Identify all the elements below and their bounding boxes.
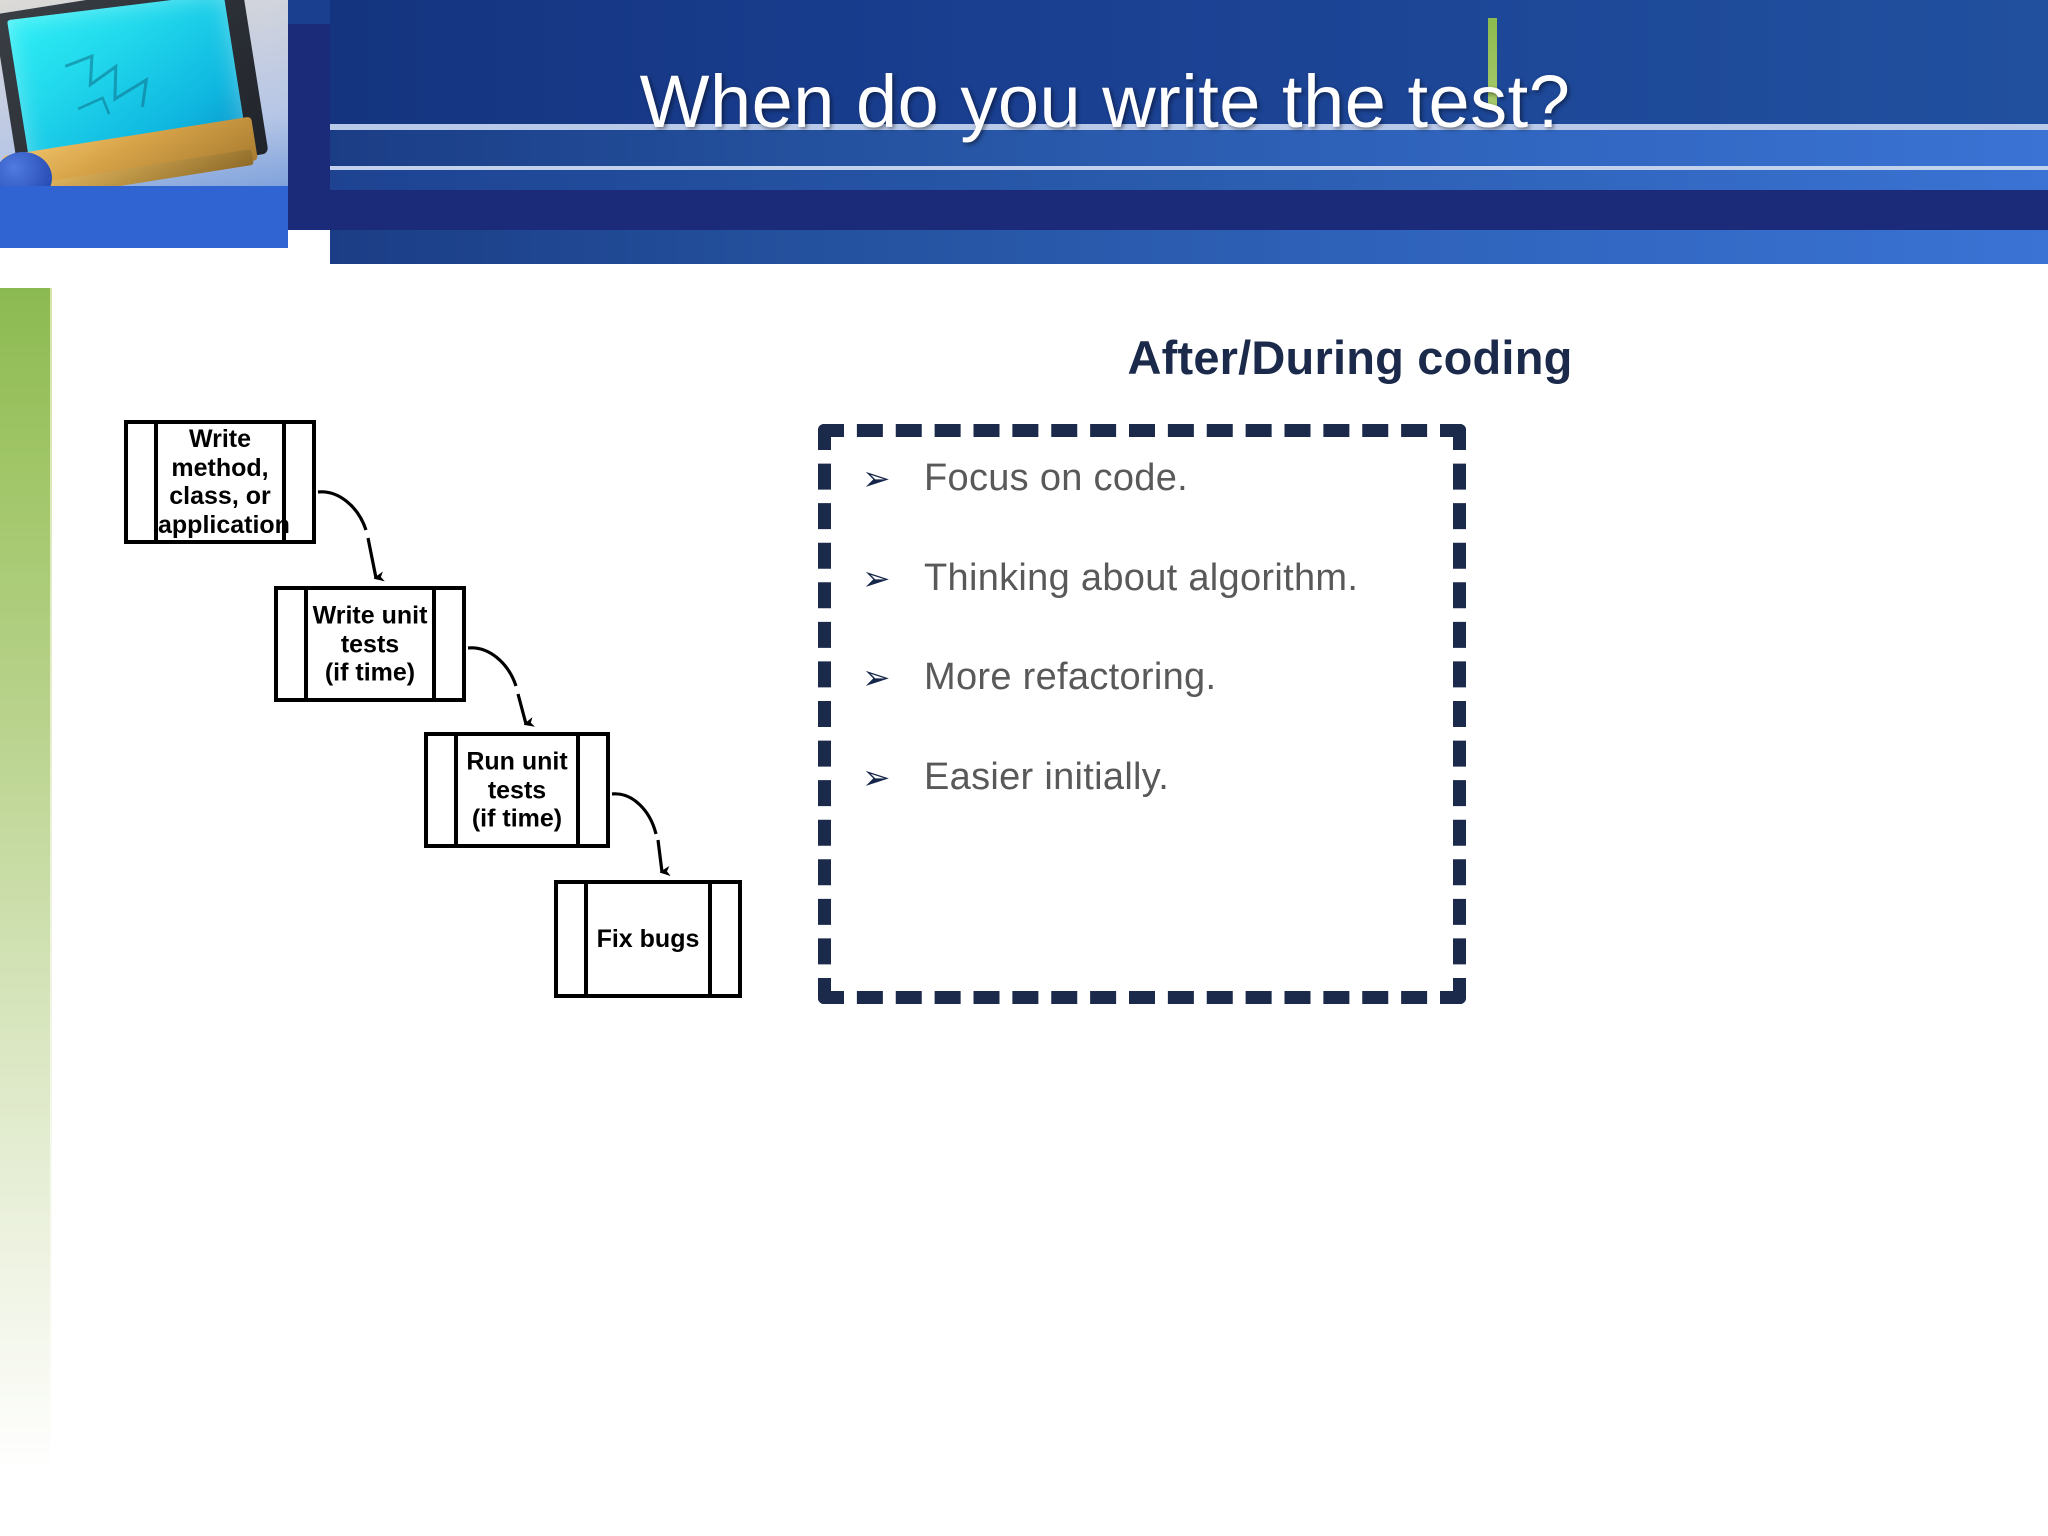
header-dark-band [330,0,2048,128]
connector-curve-2 [467,646,518,687]
header-lower-band [330,170,2048,190]
header-divider-light-1 [330,124,2048,130]
flow-node-label: Fix bugs [596,924,700,953]
bullet-item: ➢ Easier initially. [862,755,1482,801]
connector-arrow-1 [366,537,376,578]
bullet-label: More refactoring. [924,656,1217,699]
header-bottom-navy-bar [330,190,2048,230]
header-divider-light-2 [330,166,2048,170]
node-right-bar [282,424,286,540]
bullet-label: Easier initially. [924,755,1170,798]
slide-title: When do you write the test? [639,59,1571,143]
right-panel-bullet-list: ➢ Focus on code. ➢ Thinking about algorithm… [862,456,1482,854]
connector-arrow-2 [516,693,526,724]
bullet-item: ➢ Thinking about algorithm. [862,556,1482,602]
bullet-arrow-icon: ➢ [862,658,891,699]
bullet-arrow-icon: ➢ [862,459,891,499]
left-green-accent-strip [0,288,50,1536]
connector-arrow-3 [656,839,662,872]
flowchart-connectors [317,490,810,1020]
bullet-label: Focus on code. [924,457,1189,499]
node-right-bar [576,736,580,844]
right-panel-heading: After/During coding [1127,331,1573,384]
node-left-bar [454,736,458,844]
bullet-label: Thinking about algorithm. [924,556,1359,599]
bullet-arrow-icon: ➢ [862,558,891,599]
photo-blue-footer-block [0,186,288,248]
right-panel-dashed-frame [818,424,1466,1004]
bullet-arrow-icon: ➢ [862,757,891,798]
screen-scribble-icon [64,53,149,115]
laptop-photo [0,0,288,248]
node-right-bar [708,884,712,994]
left-strip-edge-line [50,288,52,1536]
node-left-bar [154,424,158,540]
node-left-bar [304,590,308,698]
node-right-bar [432,590,436,698]
node-left-bar [584,884,588,994]
header-green-accent-tick [1488,18,1497,110]
connector-curve-1 [317,490,368,531]
connector-curve-3 [611,792,658,835]
bullet-item: ➢ More refactoring. [862,655,1482,701]
flow-node-fix-bugs: Fix bugs [554,880,742,998]
bullet-item: ➢ Focus on code. [862,456,1482,502]
